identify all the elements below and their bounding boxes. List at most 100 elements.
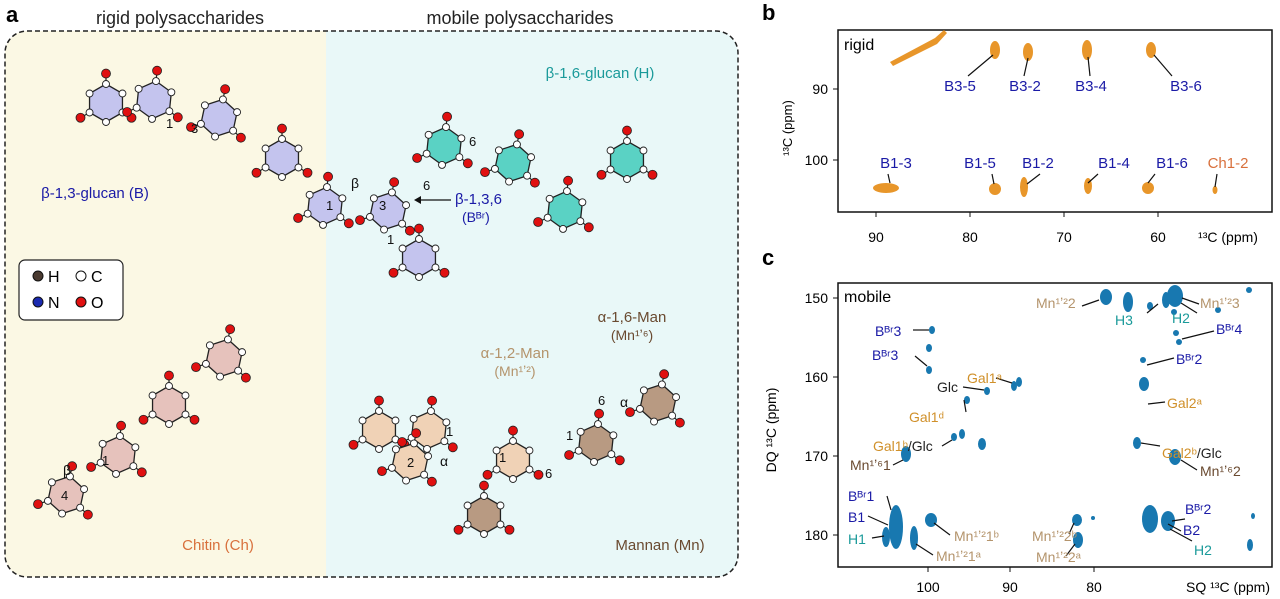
ring-number: 1 [387, 232, 394, 247]
peak-spot [951, 433, 957, 441]
header-mobile: mobile polysaccharides [426, 8, 613, 28]
sugar-ring [377, 428, 437, 487]
peak-spot [1147, 302, 1153, 310]
panel-a: a rigid polysaccharides mobile polysacch… [4, 2, 739, 578]
header-rigid: rigid polysaccharides [96, 8, 264, 28]
panel-b-xaxis: 90 80 70 60 [868, 212, 1166, 245]
sugar-ring [388, 223, 450, 281]
oxygen-legend-dot [75, 296, 87, 308]
peak-spot [1146, 42, 1156, 58]
gal2b-part: Gal2ᵇ [1162, 445, 1197, 461]
peak-spot [964, 396, 970, 404]
peak-label-b3-6: B3-6 [1170, 78, 1202, 95]
sugar-ring [138, 370, 200, 428]
peak-spot [989, 183, 1001, 195]
xtick-label: 80 [1086, 579, 1102, 595]
peak-spot [1247, 539, 1253, 551]
sugar-ring [453, 480, 515, 538]
peak-label-b1-4: B1-4 [1098, 155, 1130, 172]
peak-spot [1016, 377, 1022, 387]
label-b16-glucan: β-1,6-glucan (H) [546, 65, 655, 82]
ytick-label: 160 [805, 369, 829, 385]
peak-label-mn12-1b: Mn¹ʼ²1ᵇ [954, 528, 999, 544]
ring-number: 6 [423, 178, 430, 193]
panel-c-plot-frame [837, 282, 1273, 568]
ring-number: 1 [566, 428, 573, 443]
panel-c: c mobile DQ ¹³C (ppm) SQ ¹³C (ppm) 100 9… [762, 245, 1273, 595]
peak-spot [1133, 437, 1141, 449]
sugar-ring [397, 395, 458, 453]
ytick-label: 170 [805, 448, 829, 464]
peak-label-ch1-2: Ch1-2 [1208, 155, 1249, 172]
sugar-ring [122, 65, 183, 123]
label-mannan: Mannan (Mn) [615, 537, 704, 554]
peak-spot [959, 429, 965, 439]
peak-spot [1139, 377, 1149, 391]
peak-label-mn12-2b: Mn¹ʼ²2ᵇ [1032, 528, 1077, 544]
peak-spot [1173, 330, 1179, 336]
ring-number: 1 [166, 116, 173, 131]
sugar-ring [186, 84, 246, 143]
sugar-ring [564, 408, 625, 466]
sugar-ring [33, 461, 93, 520]
peak-spot [1251, 513, 1255, 519]
peak-label-mn12-2: Mn¹ʼ²2 [1036, 295, 1076, 311]
sugar-ring [191, 324, 251, 383]
peak-label-mn12-2a: Mn¹ʼ²2ᵃ [1036, 549, 1082, 565]
panel-a-border [4, 30, 739, 578]
panel-b-tag: rigid [844, 37, 874, 54]
ring-number: 1 [446, 424, 453, 439]
peak-spot [1246, 287, 1252, 293]
peak-label-bbr2-top: Bᴮʳ2 [1176, 351, 1202, 367]
peak-label-mn16-1: Mn¹ʼ⁶1 [850, 457, 891, 473]
peak-label-h2-top: H2 [1172, 310, 1190, 326]
panel-b: b rigid ¹³C (ppm) ¹³C (ppm) 90 80 70 60 … [762, 0, 1273, 245]
peak-spot [910, 526, 918, 550]
panel-b-leader-lines [887, 54, 1218, 188]
peak-spot [926, 344, 932, 352]
peak-label-mn12-3: Mn¹ʼ²3 [1200, 295, 1240, 311]
panel-c-yaxis: 150 160 170 180 [805, 290, 838, 543]
xtick-label: 80 [962, 229, 978, 245]
label-chitin: Chitin (Ch) [182, 537, 254, 554]
peak-label-bbr2-bot: Bᴮʳ2 [1185, 501, 1211, 517]
ring-number: 1 [499, 450, 506, 465]
nitrogen-legend-dot [32, 296, 44, 308]
label-mn12: (Mn¹ʼ²) [494, 363, 535, 379]
legend-h: H [48, 269, 60, 286]
ring-number: 6 [545, 466, 552, 481]
glc-part: /Glc [908, 438, 933, 454]
panel-c-tag: mobile [844, 289, 891, 306]
xtick-label: 60 [1150, 229, 1166, 245]
panel-b-letter: b [762, 0, 775, 25]
alpha-linkage: α [620, 394, 628, 410]
sugar-ring [625, 369, 685, 428]
label-a12-man: α-1,2-Man [481, 345, 550, 362]
panel-c-ylabel: DQ ¹³C (ppm) [763, 388, 779, 473]
peak-spot [1072, 514, 1082, 526]
gal1b-part: Gal1ᵇ [873, 438, 908, 454]
peak-spot [926, 366, 932, 374]
peak-label-b3-5: B3-5 [944, 78, 976, 95]
peak-spot [1162, 292, 1170, 308]
peak-label-bbr1: Bᴮʳ1 [848, 488, 874, 504]
label-mn16: (Mn¹ʼ⁶) [611, 327, 653, 343]
peak-spot [1167, 285, 1183, 307]
peak-spot [1176, 339, 1182, 345]
peak-spot [1212, 186, 1218, 194]
panel-b-ylabel: ¹³C (ppm) [780, 100, 795, 156]
peak-spot [1215, 307, 1221, 313]
ytick-label: 90 [812, 81, 828, 97]
peak-label-mn12-1a: Mn¹ʼ²1ᵃ [936, 548, 982, 564]
peak-label-h2-bot: H2 [1194, 542, 1212, 558]
peak-label-b1-6: B1-6 [1156, 155, 1188, 172]
sugar-ring [251, 123, 313, 181]
sugar-ring [355, 177, 415, 236]
panel-b-peaks [873, 30, 1218, 197]
peak-label-bbr3-b: Bᴮʳ3 [872, 347, 898, 363]
beta-linkage: β [351, 175, 359, 191]
peak-label-h3: H3 [1115, 312, 1133, 328]
peak-label-gal2a: Gal2ᵃ [1167, 395, 1203, 411]
peak-label-gal1b-glc: Gal1ᵇ/Glc [873, 438, 933, 454]
